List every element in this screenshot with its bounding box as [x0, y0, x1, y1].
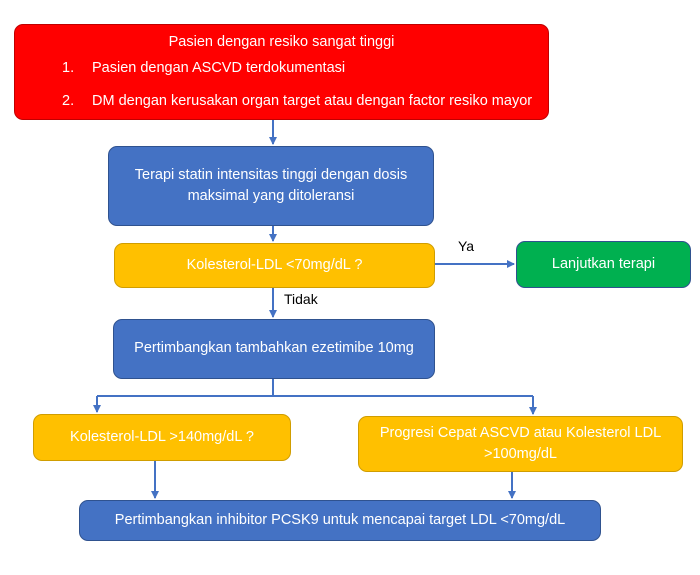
node-high-intensity-statin: Terapi statin intensitas tinggi dengan d… — [108, 146, 434, 226]
criteria-item-2-number: 2. — [62, 92, 75, 109]
node-pcsk9-inhibitor-text: Pertimbangkan inhibitor PCSK9 untuk menc… — [114, 511, 566, 528]
criteria-item-2: 2. DM dengan kerusakan organ target atau… — [29, 91, 534, 112]
node-continue-therapy-text: Lanjutkan terapi — [551, 255, 656, 272]
criteria-item-2-text: DM dengan kerusakan organ target atau de… — [92, 92, 533, 109]
node-pcsk9-inhibitor: Pertimbangkan inhibitor PCSK9 untuk menc… — [79, 500, 601, 541]
criteria-item-1-text: Pasien dengan ASCVD terdokumentasi — [92, 59, 346, 76]
decision-rapid-ascvd-progression: Progresi Cepat ASCVD atau Kolesterol LDL… — [358, 416, 683, 472]
decision-ldl-below-70: Kolesterol-LDL <70mg/dL ? — [114, 243, 435, 288]
decision-ldl-below-70-text: Kolesterol-LDL <70mg/dL ? — [186, 256, 363, 273]
criteria-item-1: 1. Pasien dengan ASCVD terdokumentasi — [29, 58, 534, 79]
decision-ldl-above-140-text: Kolesterol-LDL >140mg/dL ? — [70, 428, 254, 445]
edge-label-no: Tidak — [284, 291, 318, 307]
edge-label-yes: Ya — [458, 238, 475, 254]
node-add-ezetimibe-text: Pertimbangkan tambahkan ezetimibe 10mg — [134, 340, 414, 357]
node-add-ezetimibe: Pertimbangkan tambahkan ezetimibe 10mg — [113, 319, 435, 379]
node-continue-therapy: Lanjutkan terapi — [516, 241, 691, 288]
criteria-item-1-number: 1. — [62, 59, 75, 76]
node-very-high-risk-patient: Pasien dengan resiko sangat tinggi 1. Pa… — [14, 24, 549, 120]
decision-rapid-ascvd-progression-text: Progresi Cepat ASCVD atau Kolesterol LDL… — [379, 424, 662, 462]
decision-ldl-above-140: Kolesterol-LDL >140mg/dL ? — [33, 414, 291, 461]
node-very-high-risk-title: Pasien dengan resiko sangat tinggi — [168, 34, 395, 51]
node-high-intensity-statin-text: Terapi statin intensitas tinggi dengan d… — [134, 166, 408, 204]
